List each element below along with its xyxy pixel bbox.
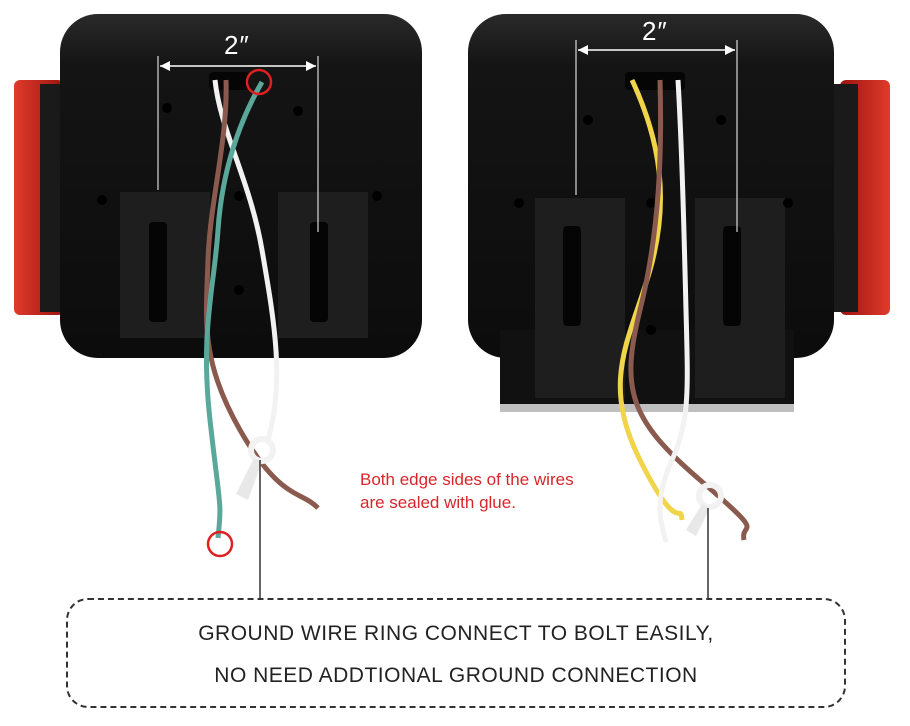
left-tail-light [14, 14, 422, 558]
right-tail-light [468, 14, 890, 543]
right-brown-wire [628, 79, 750, 541]
left-dimension-label: 2″ [224, 30, 250, 60]
right-white-wire [657, 79, 690, 543]
callout-line-2: NO NEED ADDTIONAL GROUND CONNECTION [214, 664, 698, 687]
left-ground-ring-terminal [236, 436, 276, 500]
ground-wire-callout: GROUND WIRE RING CONNECT TO BOLT EASILY,… [66, 598, 846, 708]
right-ground-ring-terminal [686, 482, 724, 536]
left-wire-end-highlight-bottom [206, 530, 234, 558]
callout-line-1: GROUND WIRE RING CONNECT TO BOLT EASILY, [198, 622, 714, 645]
left-wire-end-highlight-top [245, 68, 273, 96]
left-green-wire [204, 80, 265, 539]
right-dimension-label: 2″ [642, 16, 668, 46]
glue-seal-note-line-1: Both edge sides of the wires [360, 470, 574, 489]
glue-seal-note-line-2: are sealed with glue. [360, 493, 516, 512]
glue-seal-note: Both edge sides of the wires are sealed … [360, 468, 660, 514]
